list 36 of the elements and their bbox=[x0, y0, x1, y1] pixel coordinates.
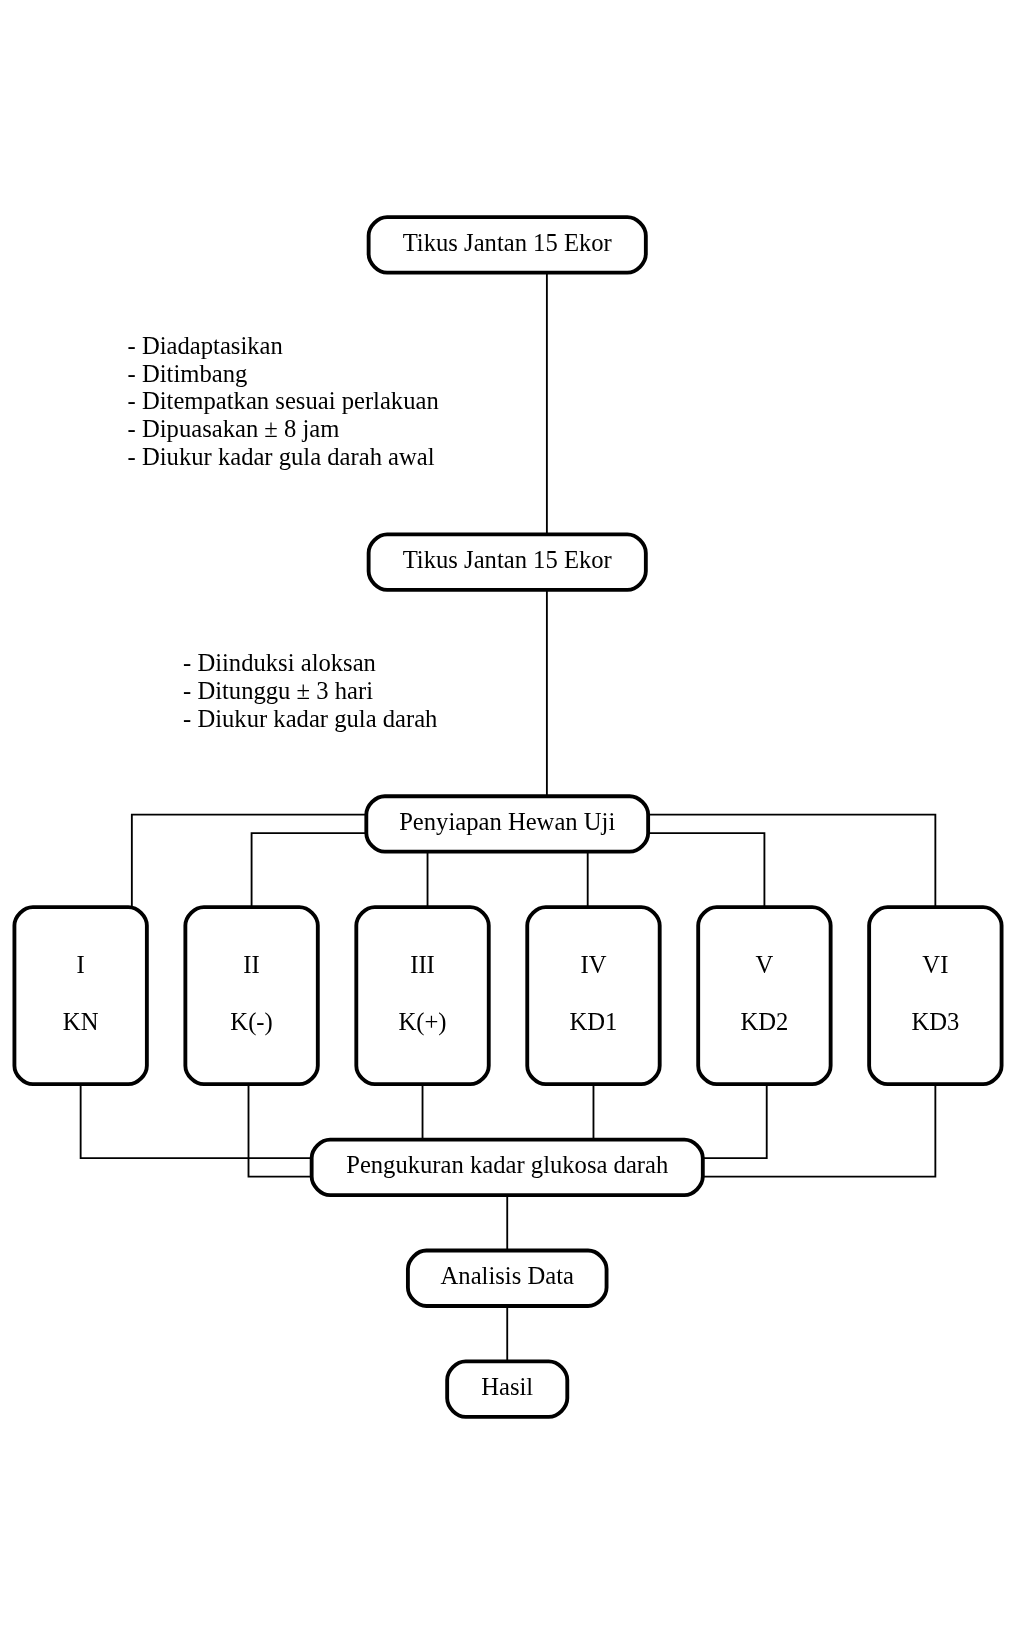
connector bbox=[545, 589, 548, 798]
connector bbox=[592, 1083, 595, 1141]
connector bbox=[506, 1194, 509, 1251]
node-box: II K(-) bbox=[183, 905, 320, 1087]
connector bbox=[506, 1305, 509, 1362]
connector bbox=[130, 813, 367, 908]
node-box: VI KD3 bbox=[867, 905, 1004, 1087]
node-box: Penyiapan Hewan Uji bbox=[364, 794, 651, 854]
connector bbox=[250, 832, 367, 908]
node-box: V KD2 bbox=[696, 905, 833, 1087]
node-box: Tikus Jantan 15 Ekor bbox=[366, 532, 648, 592]
node-box: III K(+) bbox=[354, 905, 491, 1087]
node-box: IV KD1 bbox=[525, 905, 662, 1087]
connector bbox=[426, 851, 429, 908]
node-label: - Diukur kadar gula darah bbox=[183, 704, 438, 732]
connector bbox=[545, 272, 548, 535]
node-label: - Diinduksi aloksan bbox=[183, 649, 376, 677]
node-label: - Diadaptasikan bbox=[127, 331, 283, 359]
connector bbox=[647, 832, 766, 908]
node-label: - Ditempatkan sesuai perlakuan bbox=[127, 387, 439, 415]
connector bbox=[702, 1083, 937, 1178]
node-box: Hasil bbox=[445, 1359, 570, 1419]
node-label: - Dipuasakan ± 8 jam bbox=[127, 415, 340, 443]
connector bbox=[247, 1083, 313, 1178]
connector bbox=[79, 1083, 313, 1160]
node-box: Analisis Data bbox=[405, 1248, 609, 1308]
connector bbox=[647, 813, 937, 908]
connector bbox=[702, 1083, 768, 1160]
node-box: Tikus Jantan 15 Ekor bbox=[366, 215, 648, 275]
connector bbox=[586, 851, 589, 908]
node-label: - Ditimbang bbox=[127, 359, 248, 387]
node-label: - Diukur kadar gula darah awal bbox=[127, 442, 435, 470]
node-label: - Ditunggu ± 3 hari bbox=[183, 676, 374, 704]
connector bbox=[421, 1083, 424, 1141]
node-box: I KN bbox=[12, 905, 149, 1087]
node-box: Pengukuran kadar glukosa darah bbox=[309, 1137, 705, 1197]
